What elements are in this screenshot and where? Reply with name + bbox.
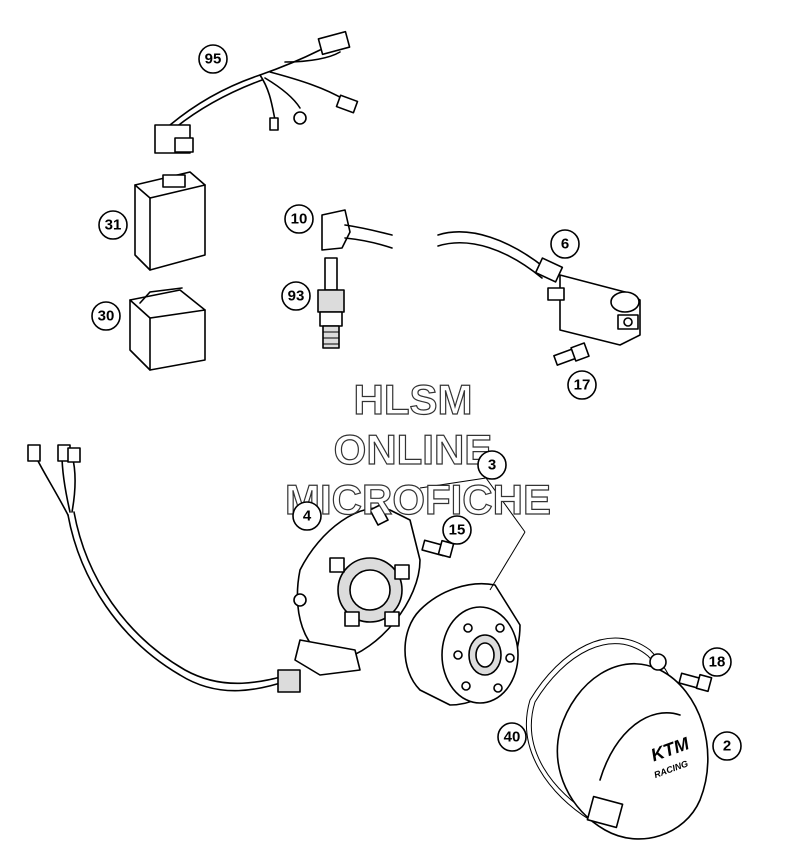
stator-wiring[interactable] xyxy=(27,444,301,693)
callout-18[interactable]: 18 xyxy=(702,647,732,677)
callout-label: 2 xyxy=(723,738,731,755)
callout-40[interactable]: 40 xyxy=(497,722,527,752)
callout-label: 10 xyxy=(291,211,308,228)
cdi-holder[interactable] xyxy=(129,287,206,371)
callout-3[interactable]: 3 xyxy=(477,450,507,480)
callout-label: 18 xyxy=(709,654,726,671)
cdi-unit[interactable] xyxy=(134,171,206,271)
callout-label: 93 xyxy=(288,288,305,305)
watermark-line2: ONLINE xyxy=(334,426,493,473)
callout-label: 30 xyxy=(98,308,115,325)
spark-plug-cap[interactable] xyxy=(321,209,393,251)
wiring-harness[interactable] xyxy=(154,30,359,154)
callout-2[interactable]: 2 xyxy=(712,731,742,761)
leader-lines xyxy=(419,477,526,591)
callout-93[interactable]: 93 xyxy=(281,281,311,311)
callout-17[interactable]: 17 xyxy=(567,370,597,400)
ignition-cover[interactable]: KTM RACING xyxy=(556,653,709,840)
callout-label: 15 xyxy=(449,522,466,539)
callout-10[interactable]: 10 xyxy=(284,204,314,234)
stator-bolt[interactable] xyxy=(421,539,455,559)
callout-label: 6 xyxy=(561,236,569,253)
callout-label: 31 xyxy=(105,217,122,234)
watermark: HLSM ONLINE MICROFICHE xyxy=(284,375,551,523)
stator-plate[interactable] xyxy=(293,504,421,676)
callout-label: 3 xyxy=(488,457,496,474)
watermark-line3: MICROFICHE xyxy=(285,476,551,523)
cover-bolt[interactable] xyxy=(678,672,713,693)
callout-95[interactable]: 95 xyxy=(198,44,228,74)
callout-4[interactable]: 4 xyxy=(292,501,322,531)
callout-30[interactable]: 30 xyxy=(91,301,121,331)
spark-plug[interactable] xyxy=(317,257,345,349)
callout-6[interactable]: 6 xyxy=(550,229,580,259)
ignition-coil[interactable] xyxy=(437,231,641,346)
callout-label: 95 xyxy=(205,51,222,68)
callout-15[interactable]: 15 xyxy=(442,515,472,545)
callout-label: 4 xyxy=(303,508,312,525)
watermark-line1: HLSM xyxy=(354,376,473,423)
flywheel-rotor[interactable] xyxy=(404,582,521,706)
coil-bolt[interactable] xyxy=(553,342,590,366)
callout-31[interactable]: 31 xyxy=(98,210,128,240)
callout-label: 40 xyxy=(504,729,521,746)
callout-label: 17 xyxy=(574,377,591,394)
